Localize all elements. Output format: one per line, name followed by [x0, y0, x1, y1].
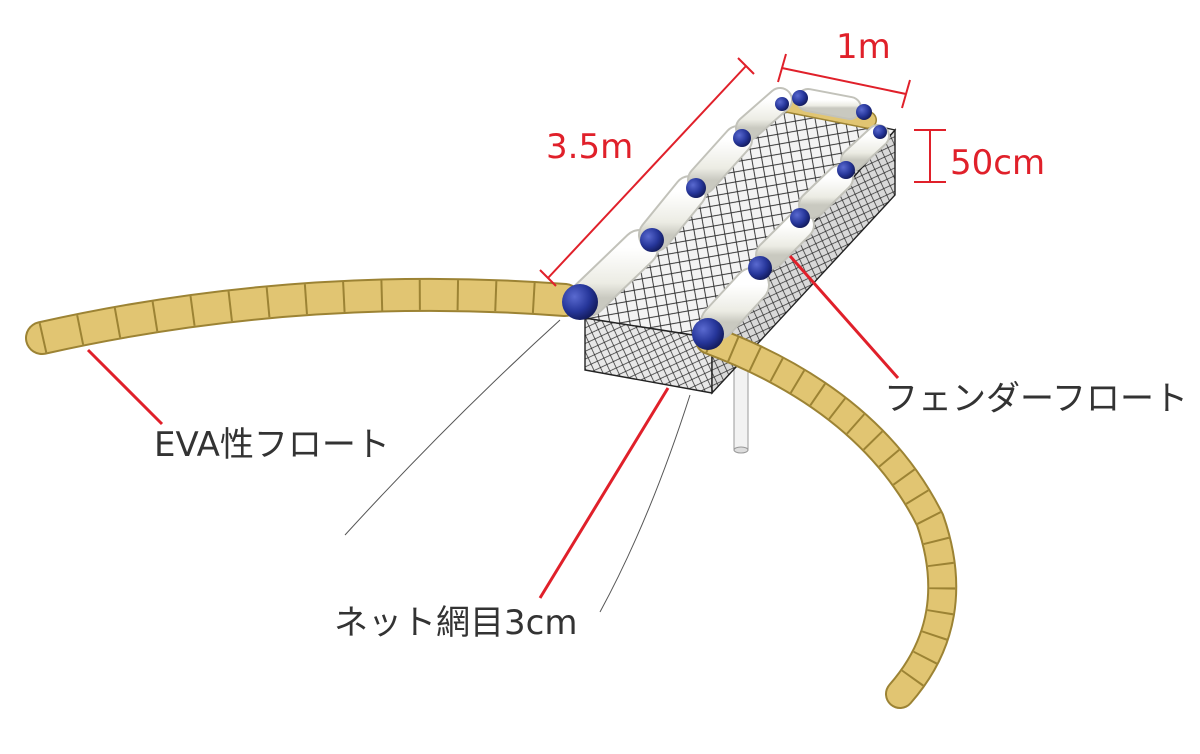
eva-float-label: EVA性フロート: [154, 425, 390, 465]
fender-float: [735, 87, 793, 141]
leader-net: [538, 387, 670, 599]
fender-cap: [562, 284, 598, 320]
mooring-line-left: [344, 319, 561, 536]
fender-float: [700, 267, 770, 340]
callout-leaders: [86, 255, 900, 599]
fender-cap: [733, 129, 751, 147]
fender-cap: [640, 228, 664, 252]
fender-cap: [856, 104, 872, 120]
fender-float: [687, 125, 753, 195]
fender-floats-right: [692, 124, 890, 350]
fender-cap: [792, 90, 808, 106]
fender-float: [569, 229, 659, 317]
fender-float: [798, 164, 854, 219]
fender-cap: [790, 208, 810, 228]
mooring-line-mid: [599, 394, 691, 613]
fender-float: [755, 210, 815, 270]
dimension-length-label: 3.5m: [546, 127, 634, 167]
fender-floats-top: [792, 88, 872, 120]
fender-cap: [748, 256, 772, 280]
leader-eva: [86, 348, 164, 426]
fender-float-label: フェンダーフロート: [884, 379, 1188, 419]
fender-cap: [692, 318, 724, 350]
eva-float-right: [695, 325, 958, 709]
fender-cap: [873, 125, 887, 139]
fender-cap: [686, 178, 706, 198]
fender-floats-left: [562, 87, 793, 320]
fender-float: [638, 175, 707, 252]
leader-fender: [788, 255, 900, 379]
dimension-lines: [539, 53, 946, 287]
mooring-lines: [344, 319, 691, 613]
net-cage: [583, 104, 897, 395]
fender-cap: [775, 97, 789, 111]
eva-float-left: [25, 277, 582, 355]
dim-length-line: [547, 65, 747, 279]
dimension-depth-label: 50cm: [950, 143, 1046, 183]
net-mesh-label: ネット網目3cm: [334, 603, 578, 643]
fender-cap: [837, 161, 855, 179]
dim-width-line: [781, 67, 907, 95]
dimension-width-label: 1m: [836, 27, 891, 67]
fender-float: [840, 124, 890, 172]
